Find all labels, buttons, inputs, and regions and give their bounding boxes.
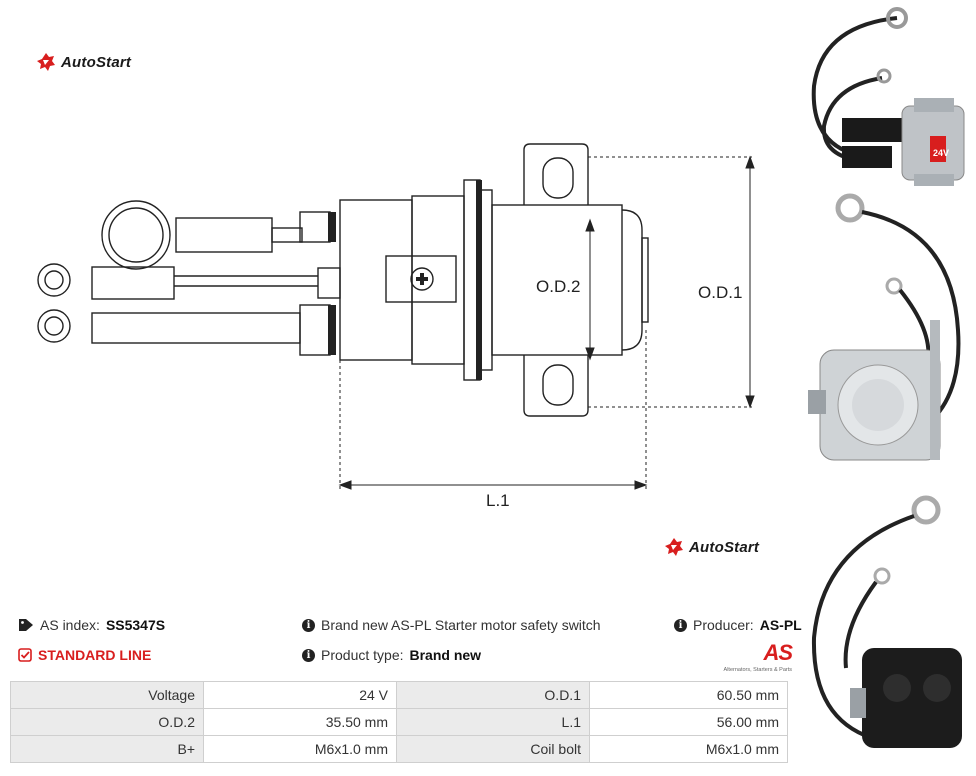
standard-line-badge: STANDARD LINE	[18, 647, 151, 663]
spec-value: 60.50 mm	[589, 681, 788, 709]
spec-label: L.1	[396, 708, 590, 736]
standard-line-text: STANDARD LINE	[38, 647, 152, 663]
table-row: O.D.2 35.50 mm L.1 56.00 mm	[10, 708, 788, 736]
aspl-logo-mark: AS	[763, 640, 793, 665]
product-type: i Product type: Brand new	[302, 647, 481, 663]
spec-value: 24 V	[203, 681, 397, 709]
autostart-logo-icon	[37, 53, 55, 71]
technical-drawing: O.D.2 O.D.1 L.1	[37, 143, 755, 510]
spec-value: 56.00 mm	[589, 708, 788, 736]
autostart-logo: AutoStart	[36, 52, 131, 72]
autostart-logo-secondary: AutoStart	[664, 537, 759, 557]
producer-value: AS-PL	[759, 617, 802, 633]
product-type-value: Brand new	[409, 647, 482, 663]
l1-label: L.1	[486, 491, 510, 510]
producer-label: Producer:	[693, 617, 754, 633]
info-icon: i	[302, 648, 315, 662]
aspl-tagline: Alternators, Starters & Parts	[723, 667, 792, 673]
info-icon: i	[302, 618, 315, 632]
description-text: Brand new AS-PL Starter motor safety swi…	[321, 617, 601, 633]
od2-label: O.D.2	[536, 277, 580, 296]
tag-icon	[19, 619, 33, 631]
spec-label: O.D.1	[396, 681, 590, 709]
spec-label: Voltage	[10, 681, 204, 709]
spec-value: M6x1.0 mm	[589, 735, 788, 763]
aspl-logo: AS Alternators, Starters & Parts	[716, 640, 793, 673]
voltage-sticker: 24V	[933, 148, 949, 158]
logo-text: AutoStart	[61, 53, 132, 71]
product-photo-side	[811, 495, 962, 748]
spec-value: M6x1.0 mm	[203, 735, 397, 763]
info-icon: i	[674, 618, 687, 632]
spec-label: Coil bolt	[396, 735, 590, 763]
as-index-label: AS index:	[40, 617, 100, 633]
spec-value: 35.50 mm	[203, 708, 397, 736]
product-type-label: Product type:	[321, 647, 404, 663]
spec-table: Voltage 24 V O.D.1 60.50 mm O.D.2 35.50 …	[10, 681, 788, 763]
spec-label: B+	[10, 735, 204, 763]
autostart-logo-icon	[665, 538, 683, 556]
logo-text: AutoStart	[689, 538, 760, 556]
od1-label: O.D.1	[698, 283, 742, 302]
as-index-value: SS5347S	[105, 617, 166, 633]
table-row: B+ M6x1.0 mm Coil bolt M6x1.0 mm	[10, 735, 788, 763]
producer: i Producer: AS-PL	[674, 617, 802, 633]
as-index: AS index: SS5347S	[18, 617, 165, 633]
spec-label: O.D.2	[10, 708, 204, 736]
product-photo-front: 24V	[811, 7, 965, 186]
table-row: Voltage 24 V O.D.1 60.50 mm	[10, 681, 788, 709]
product-photo-back	[808, 193, 961, 461]
product-description: i Brand new AS-PL Starter motor safety s…	[302, 617, 601, 633]
checkbox-icon	[18, 648, 32, 662]
